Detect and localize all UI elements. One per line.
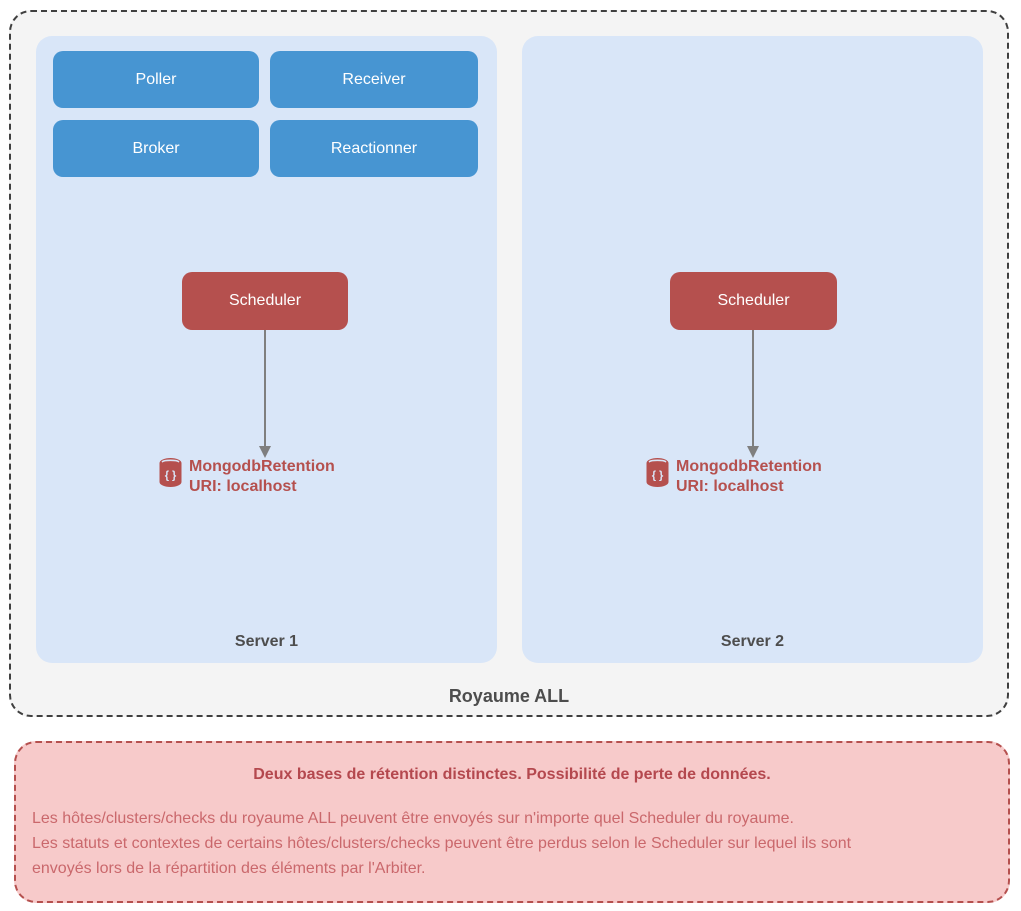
svg-text:{ }: { } bbox=[652, 470, 664, 482]
node-scheduler-1: Scheduler bbox=[182, 272, 348, 330]
server-2-box: Scheduler { } MongodbRetention URI: loca… bbox=[522, 36, 983, 663]
retention-uri: URI: localhost bbox=[676, 478, 784, 495]
node-poller: Poller bbox=[53, 51, 259, 108]
arrow-down-line-1 bbox=[264, 330, 266, 446]
arrow-down-head-2 bbox=[747, 446, 759, 458]
warning-line: Les statuts et contextes de certains hôt… bbox=[32, 835, 852, 852]
database-icon: { } bbox=[159, 458, 182, 487]
retention-name: MongodbRetention bbox=[676, 458, 822, 475]
warning-box: Deux bases de rétention distinctes. Poss… bbox=[14, 741, 1010, 903]
retention-text: MongodbRetention URI: localhost bbox=[676, 457, 822, 497]
realm-label: Royaume ALL bbox=[448, 686, 570, 706]
retention-name: MongodbRetention bbox=[189, 458, 335, 475]
server-1-box: Poller Receiver Broker Reactionner Sched… bbox=[36, 36, 497, 663]
server-2-label: Server 2 bbox=[720, 633, 785, 650]
node-reactionner: Reactionner bbox=[270, 120, 478, 177]
arrow-down-head-1 bbox=[259, 446, 271, 458]
node-scheduler-2: Scheduler bbox=[670, 272, 837, 330]
warning-title: Deux bases de rétention distinctes. Poss… bbox=[253, 766, 771, 783]
retention-node-1: { } MongodbRetention URI: localhost bbox=[158, 457, 335, 497]
retention-node-2: { } MongodbRetention URI: localhost bbox=[645, 457, 822, 497]
warning-line: envoyés lors de la répartition des éléme… bbox=[32, 860, 426, 877]
retention-uri: URI: localhost bbox=[189, 478, 297, 495]
server-1-label: Server 1 bbox=[234, 633, 299, 650]
warning-line: Les hôtes/clusters/checks du royaume ALL… bbox=[32, 810, 794, 827]
database-icon: { } bbox=[646, 458, 669, 487]
arrow-down-line-2 bbox=[752, 330, 754, 446]
retention-text: MongodbRetention URI: localhost bbox=[189, 457, 335, 497]
svg-text:{ }: { } bbox=[165, 470, 177, 482]
warning-body: Les hôtes/clusters/checks du royaume ALL… bbox=[32, 806, 992, 881]
daemon-grid: Poller Receiver Broker Reactionner bbox=[53, 51, 478, 177]
node-broker: Broker bbox=[53, 120, 259, 177]
realm-container: Poller Receiver Broker Reactionner Sched… bbox=[9, 10, 1009, 717]
node-receiver: Receiver bbox=[270, 51, 478, 108]
